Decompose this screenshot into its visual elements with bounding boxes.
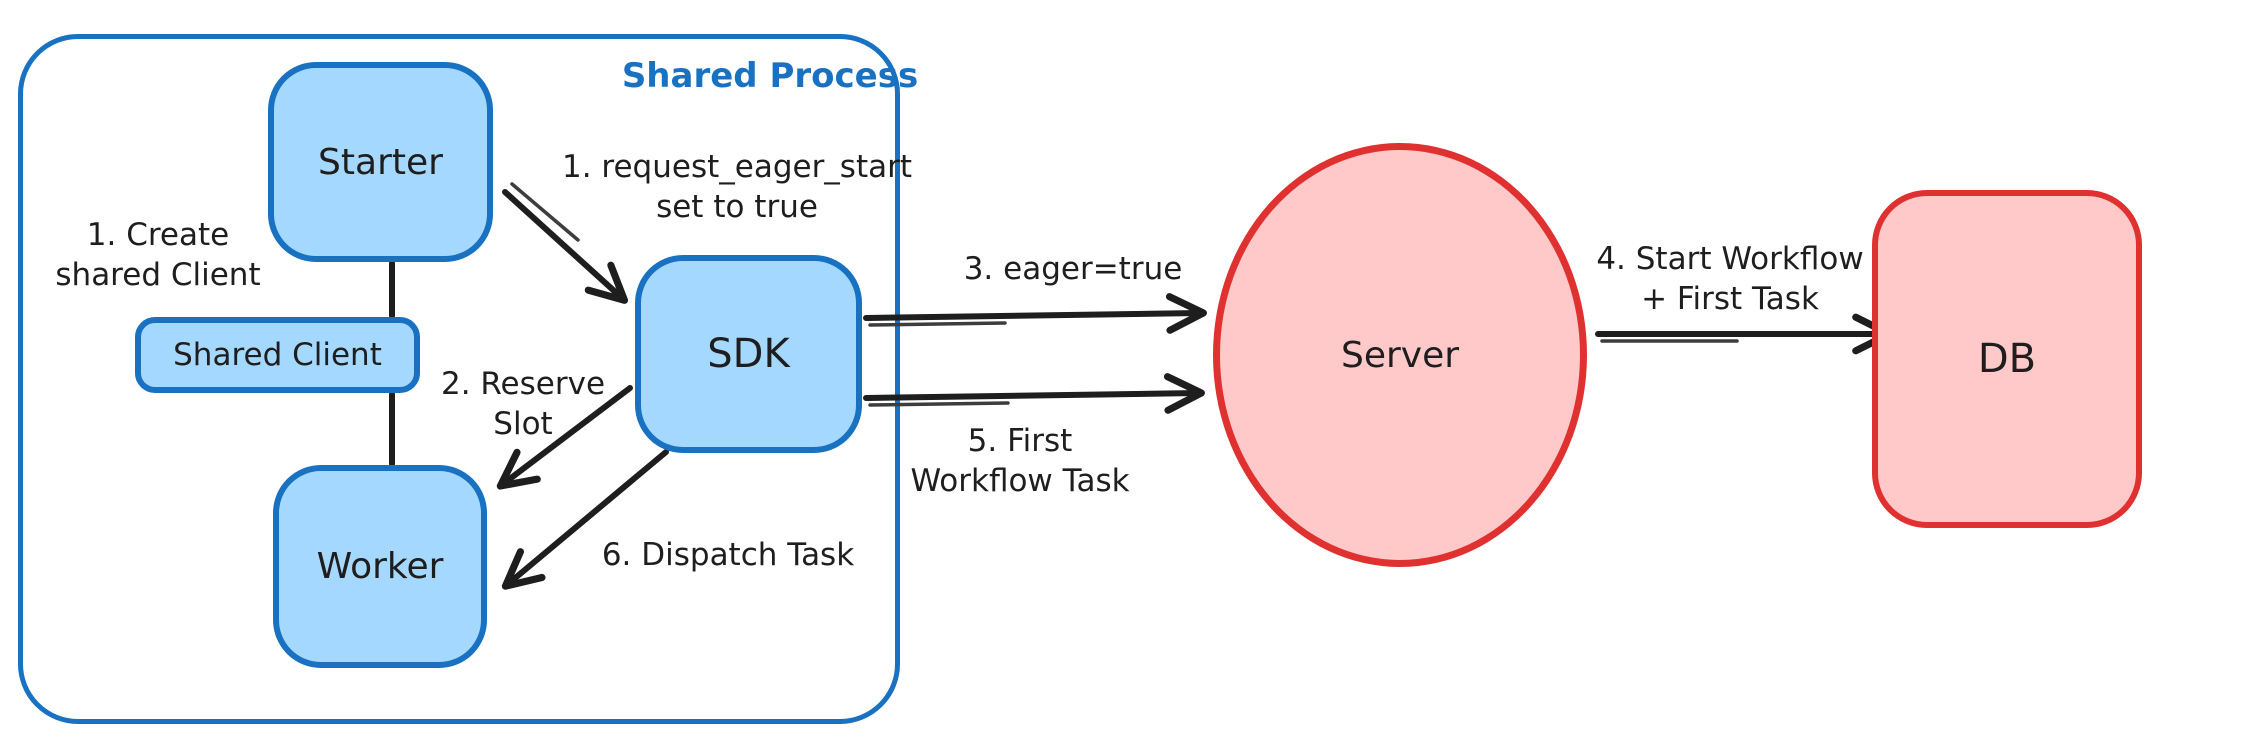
shared-client-node: Shared Client xyxy=(135,317,420,393)
caption-start-workflow-first-task: 4. Start Workflow + First Task xyxy=(1596,241,1864,317)
sdk-label: SDK xyxy=(707,331,790,377)
worker-label: Worker xyxy=(316,546,444,587)
shared-process-label: Shared Process xyxy=(621,56,919,96)
shared-client-label: Shared Client xyxy=(173,337,382,373)
arrow-sdk-server-task xyxy=(863,373,1205,414)
starter-label: Starter xyxy=(318,141,443,183)
server-node: Server xyxy=(1213,143,1587,567)
shared-process-container xyxy=(18,34,900,724)
caption-eager-true: 3. eager=true xyxy=(963,251,1183,287)
caption-reserve-slot: 2. Reserve Slot xyxy=(440,366,606,442)
caption-dispatch-task: 6. Dispatch Task xyxy=(601,537,855,573)
starter-node: Starter xyxy=(268,62,493,262)
caption-first-workflow-task: 5. First Workflow Task xyxy=(910,423,1130,499)
arrow-sdk-server-eager xyxy=(863,293,1207,334)
sdk-node: SDK xyxy=(635,255,862,453)
server-label: Server xyxy=(1340,334,1460,376)
worker-node: Worker xyxy=(273,465,487,668)
caption-request-eager-start: 1. request_eager_start set to true xyxy=(561,149,913,225)
db-node: DB xyxy=(1872,190,2142,528)
caption-create-shared-client: 1. Create shared Client xyxy=(55,217,261,293)
db-label: DB xyxy=(1977,336,2037,382)
